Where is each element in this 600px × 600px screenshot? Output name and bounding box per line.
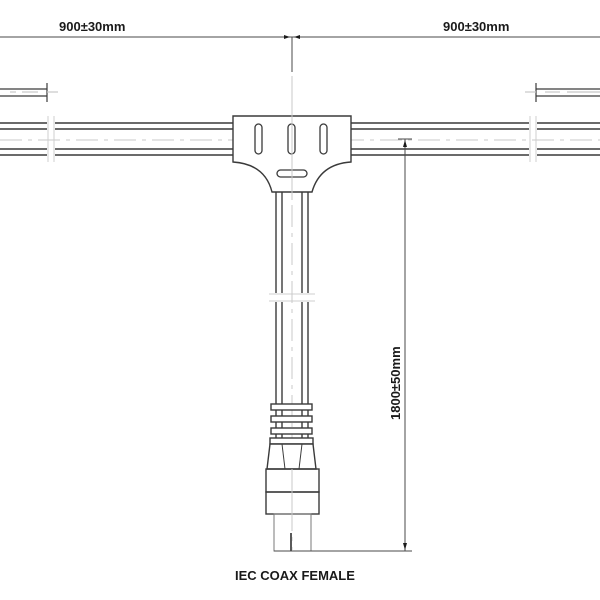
- drop-cable: [275, 192, 309, 405]
- right-arm-dimension-label: 900±30mm: [443, 19, 509, 34]
- strain-relief: [266, 403, 317, 470]
- connector-label: IEC COAX FEMALE: [235, 568, 355, 583]
- drop-length-dimension-label: 1800±50mm: [388, 346, 403, 420]
- left-break-mark: [47, 116, 55, 162]
- slot-left: [254, 123, 263, 155]
- top-dimension: [0, 35, 600, 110]
- right-cable: [351, 122, 600, 156]
- left-cable: [0, 122, 234, 156]
- drop-length-dimension: [274, 138, 412, 552]
- right-break-mark: [529, 116, 537, 162]
- right-end-stub: [525, 83, 600, 102]
- left-end-stub: [0, 83, 58, 102]
- slot-right: [319, 123, 328, 155]
- left-arm-dimension-label: 900±30mm: [59, 19, 125, 34]
